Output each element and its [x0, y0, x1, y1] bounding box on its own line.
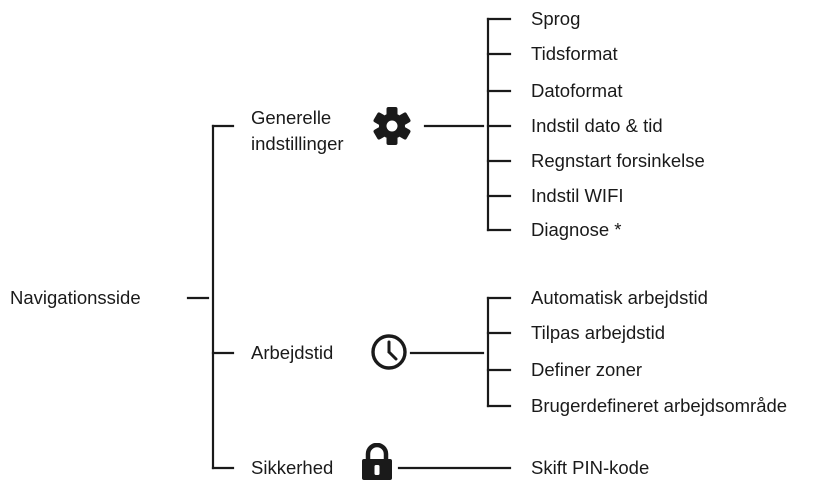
- menu-item-sprog: Sprog: [531, 8, 581, 29]
- menu-item-datoformat: Datoformat: [531, 80, 623, 101]
- menu-item-automatisk-arbejdstid: Automatisk arbejdstid: [531, 287, 708, 308]
- menu-item-tilpas-arbejdstid: Tilpas arbejdstid: [531, 322, 666, 343]
- section-label-generelle-line2: indstillinger: [251, 133, 344, 154]
- lock-icon: [362, 443, 392, 480]
- menu-item-definer-zoner: Definer zoner: [531, 359, 643, 380]
- menu-item-brugerdefineret-arbejdsomraade: Brugerdefineret arbejdsområde: [531, 395, 788, 416]
- menu-item-indstil-wifi: Indstil WIFI: [531, 185, 624, 206]
- menu-item-tidsformat: Tidsformat: [531, 43, 618, 64]
- root-label: Navigationsside: [10, 287, 141, 308]
- menu-item-diagnose: Diagnose *: [531, 219, 622, 240]
- section-label-sikkerhed: Sikkerhed: [251, 457, 334, 478]
- section-label-generelle-line1: Generelle: [251, 107, 332, 128]
- menu-item-indstil-dato-tid: Indstil dato & tid: [531, 115, 663, 136]
- menu-item-regnstart-forsinkelse: Regnstart forsinkelse: [531, 150, 705, 171]
- clock-icon: [371, 334, 407, 370]
- gear-icon: [373, 107, 411, 145]
- menu-item-skift-pin-kode: Skift PIN-kode: [531, 457, 650, 478]
- section-label-arbejdstid: Arbejdstid: [251, 342, 334, 363]
